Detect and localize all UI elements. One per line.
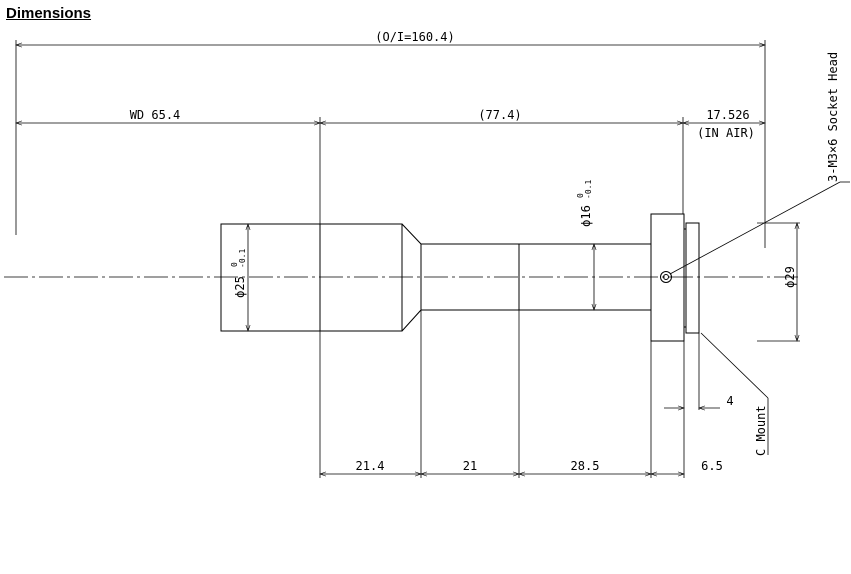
working-distance-label: WD 65.4 bbox=[130, 108, 181, 122]
segment-3-label: 28.5 bbox=[571, 459, 600, 473]
mount-diameter-label: ϕ29 bbox=[783, 266, 797, 288]
body-length-label: (77.4) bbox=[478, 108, 521, 122]
svg-text:ϕ16: ϕ16 bbox=[579, 205, 593, 227]
page-title: Dimensions bbox=[6, 5, 92, 22]
segment-4-label: 6.5 bbox=[701, 459, 723, 473]
mid-diameter-label: ϕ16 0 -0.1 bbox=[576, 180, 593, 227]
svg-text:ϕ25: ϕ25 bbox=[233, 276, 247, 298]
segment-1-label: 21.4 bbox=[356, 459, 385, 473]
leader-lines bbox=[669, 181, 850, 455]
segment-2-label: 21 bbox=[463, 459, 477, 473]
flange-length-label: 4 bbox=[726, 394, 733, 408]
svg-text:0: 0 bbox=[230, 262, 239, 267]
svg-text:0: 0 bbox=[576, 193, 585, 198]
screw-callout: 3-M3×6 Socket Head bbox=[826, 52, 840, 182]
lens-body bbox=[220, 213, 700, 342]
front-diameter-label: ϕ25 0 -0.1 bbox=[230, 249, 247, 298]
screw-hole-icon bbox=[660, 271, 672, 283]
svg-text:-0.1: -0.1 bbox=[238, 249, 247, 268]
dimension-lines bbox=[15, 42, 800, 477]
back-focus-note: (IN AIR) bbox=[697, 126, 755, 140]
svg-text:-0.1: -0.1 bbox=[584, 180, 593, 199]
overall-length-label: (O/I=160.4) bbox=[375, 30, 454, 44]
mount-callout: C Mount bbox=[754, 405, 768, 456]
back-focus-label: 17.526 bbox=[706, 108, 749, 122]
extension-lines bbox=[15, 40, 800, 478]
